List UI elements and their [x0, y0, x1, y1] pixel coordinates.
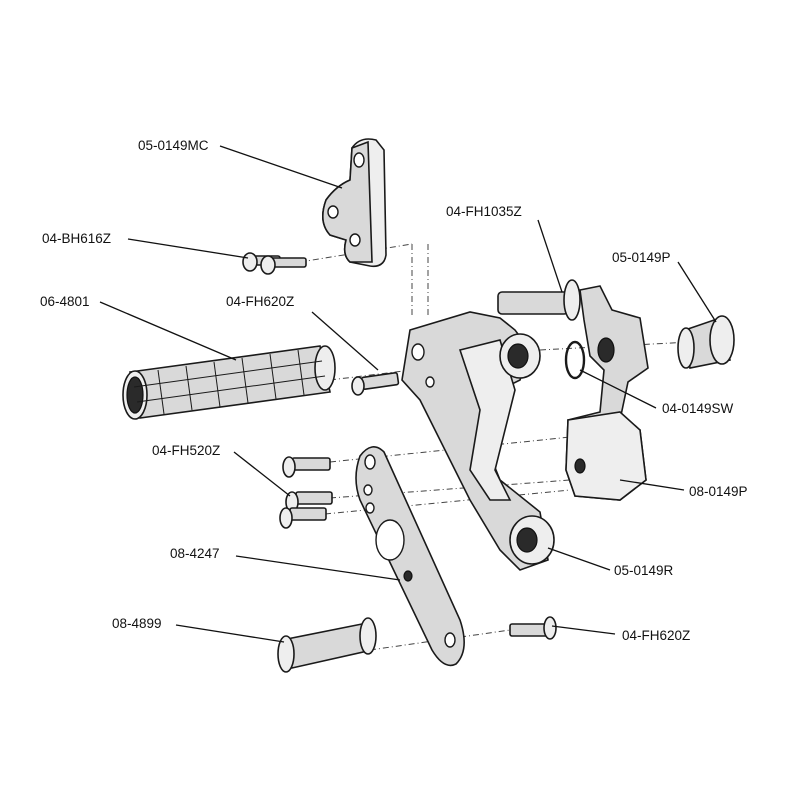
label-rear-set: 05-0149R — [614, 563, 674, 578]
pivot-bracket — [565, 285, 649, 501]
label-spacer: 08-4899 — [112, 616, 162, 631]
spring-washer — [564, 340, 586, 380]
rearset-plate — [401, 311, 555, 571]
bottom-screw — [509, 616, 557, 640]
mc-bracket — [322, 138, 387, 268]
label-foot-peg: 06-4801 — [40, 294, 90, 309]
pivot — [677, 315, 735, 369]
label-pivot-block: 08-0149P — [689, 484, 748, 499]
label-peg-screw: 04-FH620Z — [226, 294, 295, 309]
spacer — [277, 617, 377, 673]
peg-screw — [351, 372, 400, 396]
label-link-plate: 08-4247 — [170, 546, 220, 561]
bh-screws — [242, 252, 307, 275]
label-spring-washer: 04-0149SW — [662, 401, 734, 416]
label-bottom-screw: 04-FH620Z — [622, 628, 691, 643]
link-plate — [355, 446, 465, 667]
label-mc-bracket: 05-0149MC — [138, 138, 209, 153]
label-pivot: 05-0149P — [612, 250, 671, 265]
pivot-screw — [497, 279, 581, 321]
leader-lines — [99, 145, 717, 643]
label-pivot-screw: 04-FH1035Z — [446, 204, 522, 219]
lever-screws — [279, 456, 333, 529]
label-lever-screws: 04-FH520Z — [152, 443, 221, 458]
foot-peg — [122, 345, 336, 420]
label-bh-screw: 04-BH616Z — [42, 231, 112, 246]
